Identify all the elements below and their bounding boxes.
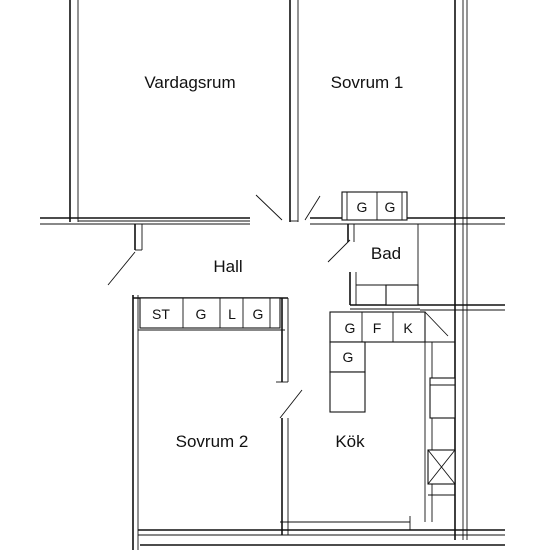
bad-cabinet-g2: G: [385, 199, 396, 215]
hall-cabinet-l: L: [228, 306, 236, 322]
hall-cabinet-g2: G: [253, 306, 264, 322]
kitchen-cabinet-g2: G: [343, 349, 354, 365]
room-label-kok: Kök: [335, 432, 365, 451]
hall-cabinet-st: ST: [152, 306, 170, 322]
doors: [107, 194, 351, 419]
room-label-sovrum-1: Sovrum 1: [331, 73, 404, 92]
room-label-hall: Hall: [213, 257, 242, 276]
bad-cabinet-g1: G: [357, 199, 368, 215]
room-label-sovrum-2: Sovrum 2: [176, 432, 249, 451]
kitchen-fridge-f: F: [373, 320, 382, 336]
room-label-vardagsrum: Vardagsrum: [144, 73, 235, 92]
hall-wardrobes: [139, 297, 281, 329]
hall-cabinet-g1: G: [196, 306, 207, 322]
kitchen-fixtures: [329, 311, 456, 522]
room-label-bad: Bad: [371, 244, 401, 263]
bathroom-fixtures: [341, 191, 419, 306]
kitchen-freezer-k: K: [403, 320, 413, 336]
kitchen-cabinet-g1: G: [345, 320, 356, 336]
